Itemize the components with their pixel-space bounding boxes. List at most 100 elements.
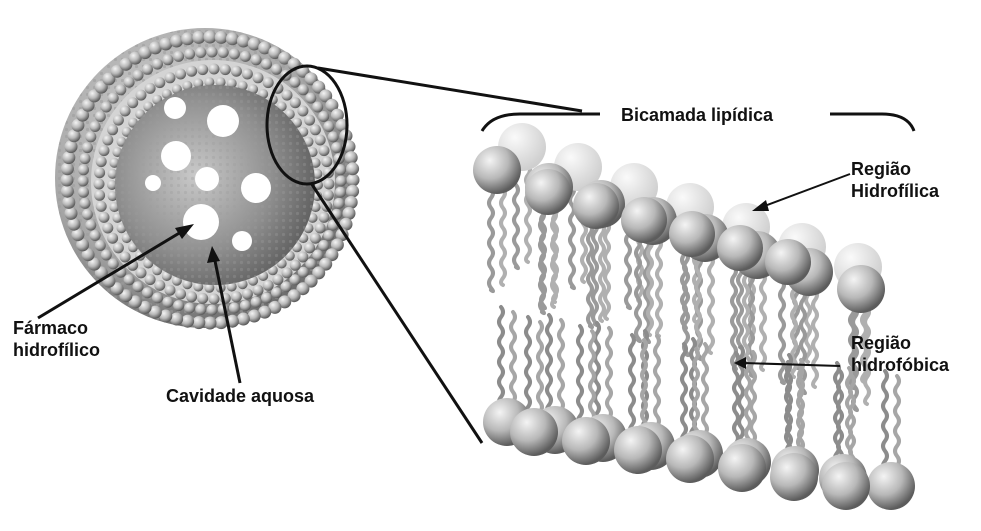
outer-lipid-head bbox=[82, 142, 93, 153]
inner-lipid-head bbox=[323, 190, 334, 201]
drug-particle bbox=[145, 175, 161, 191]
outer-lipid-head bbox=[345, 196, 358, 209]
lipid-tail bbox=[547, 315, 551, 412]
inner-lipid-head bbox=[136, 267, 147, 278]
outer-lipid-head bbox=[80, 153, 91, 164]
outer-lipid-head bbox=[80, 198, 91, 209]
inner-lipid-head bbox=[120, 252, 131, 263]
inner-lipid-head bbox=[315, 223, 326, 234]
inner-lipid-head bbox=[120, 106, 131, 117]
inner-lipid-head bbox=[94, 167, 105, 178]
inner-lipid-head bbox=[315, 135, 326, 146]
lipid-head bbox=[770, 453, 818, 501]
outer-lipid-head bbox=[345, 151, 358, 164]
outer-lipid-head bbox=[115, 84, 126, 95]
outer-lipid-head bbox=[323, 230, 334, 241]
drug-particle bbox=[232, 231, 252, 251]
inner-lipid-head bbox=[136, 90, 147, 101]
inner-lipid-head bbox=[310, 233, 321, 244]
outer-lipid-head bbox=[162, 54, 173, 65]
inner-lipid-head bbox=[231, 291, 242, 302]
outer-lipid-head bbox=[101, 102, 112, 113]
outer-lipid-head bbox=[142, 64, 153, 75]
lipid-head bbox=[562, 417, 610, 465]
inner-lipid-head bbox=[175, 289, 186, 300]
lipid-head bbox=[867, 462, 915, 510]
inner-lipid-head bbox=[263, 280, 274, 291]
inner-lipid-head bbox=[96, 156, 107, 167]
inner-lipid-head bbox=[94, 190, 105, 201]
zoom-line-top bbox=[318, 68, 582, 111]
outer-lipid-head bbox=[181, 315, 194, 328]
lipid-tail bbox=[703, 344, 707, 437]
outer-lipid-head bbox=[346, 185, 359, 198]
lipid-tail bbox=[744, 266, 748, 363]
outer-lipid-head bbox=[85, 220, 96, 231]
drug-particle bbox=[161, 141, 191, 171]
outer-lipid-head bbox=[261, 59, 272, 70]
zoom-line-bottom bbox=[311, 183, 482, 443]
inner-lipid-head bbox=[186, 66, 197, 77]
lipid-head bbox=[718, 444, 766, 492]
lipid-head bbox=[525, 169, 571, 215]
outer-lipid-head bbox=[108, 93, 119, 104]
outer-lipid-head bbox=[207, 305, 218, 316]
inner-lipid-head bbox=[319, 145, 330, 156]
outer-lipid-head bbox=[184, 303, 195, 314]
lipid-head bbox=[510, 408, 558, 456]
outer-lipid-head bbox=[61, 174, 74, 187]
lipid-tail bbox=[570, 185, 574, 288]
outer-lipid-head bbox=[152, 59, 163, 70]
lipid-tail bbox=[883, 371, 887, 468]
inner-lipid-head bbox=[319, 212, 330, 223]
outer-lipid-head bbox=[323, 121, 334, 132]
inner-lipid-head bbox=[145, 83, 156, 94]
outer-lipid-head bbox=[95, 111, 106, 122]
outer-lipid-head bbox=[82, 209, 93, 220]
outer-lipid-head bbox=[229, 49, 240, 60]
outer-lipid-head bbox=[78, 187, 89, 198]
outer-lipid-head bbox=[124, 274, 135, 285]
inner-lipid-head bbox=[113, 115, 124, 126]
inner-lipid-head bbox=[253, 285, 264, 296]
aqueous-cavity-label: Cavidade aquosa bbox=[166, 385, 314, 407]
outer-lipid-head bbox=[78, 164, 89, 175]
lipid-tail bbox=[501, 188, 505, 285]
liposome-vesicle bbox=[55, 28, 360, 330]
lipid-tail bbox=[590, 331, 594, 424]
inner-lipid-head bbox=[242, 69, 253, 80]
outer-lipid-head bbox=[204, 31, 217, 44]
inner-lipid-head bbox=[304, 115, 315, 126]
drug-particle bbox=[195, 167, 219, 191]
outer-lipid-head bbox=[184, 49, 195, 60]
lipid-tail bbox=[607, 328, 611, 421]
inner-lipid-head bbox=[197, 293, 208, 304]
drug-label-line-2: hidrofílico bbox=[13, 339, 100, 361]
inner-lipid-head bbox=[107, 124, 118, 135]
lipid-tail bbox=[526, 317, 530, 414]
inner-lipid-head bbox=[99, 212, 110, 223]
inner-lipid-head bbox=[290, 97, 301, 108]
inner-lipid-head bbox=[107, 233, 118, 244]
outer-lipid-head bbox=[331, 142, 342, 153]
outer-lipid-head bbox=[101, 250, 112, 261]
inner-lipid-head bbox=[253, 72, 264, 83]
lipid-head bbox=[473, 146, 521, 194]
inner-lipid-head bbox=[297, 106, 308, 117]
inner-lipid-head bbox=[154, 77, 165, 88]
outer-lipid-head bbox=[251, 54, 262, 65]
bilayer-label: Bicamada lipídica bbox=[617, 104, 777, 126]
lipid-head bbox=[614, 426, 662, 474]
outer-lipid-head bbox=[218, 47, 229, 58]
outer-lipid-head bbox=[61, 162, 74, 175]
outer-lipid-head bbox=[195, 304, 206, 315]
lipid-tail bbox=[578, 326, 582, 423]
inner-lipid-head bbox=[197, 64, 208, 75]
inner-lipid-head bbox=[175, 69, 186, 80]
inner-lipid-head bbox=[263, 77, 274, 88]
lipid-tail bbox=[895, 376, 899, 469]
outer-lipid-head bbox=[251, 297, 262, 308]
inner-lipid-head bbox=[165, 285, 176, 296]
lipid-tail bbox=[489, 188, 493, 291]
